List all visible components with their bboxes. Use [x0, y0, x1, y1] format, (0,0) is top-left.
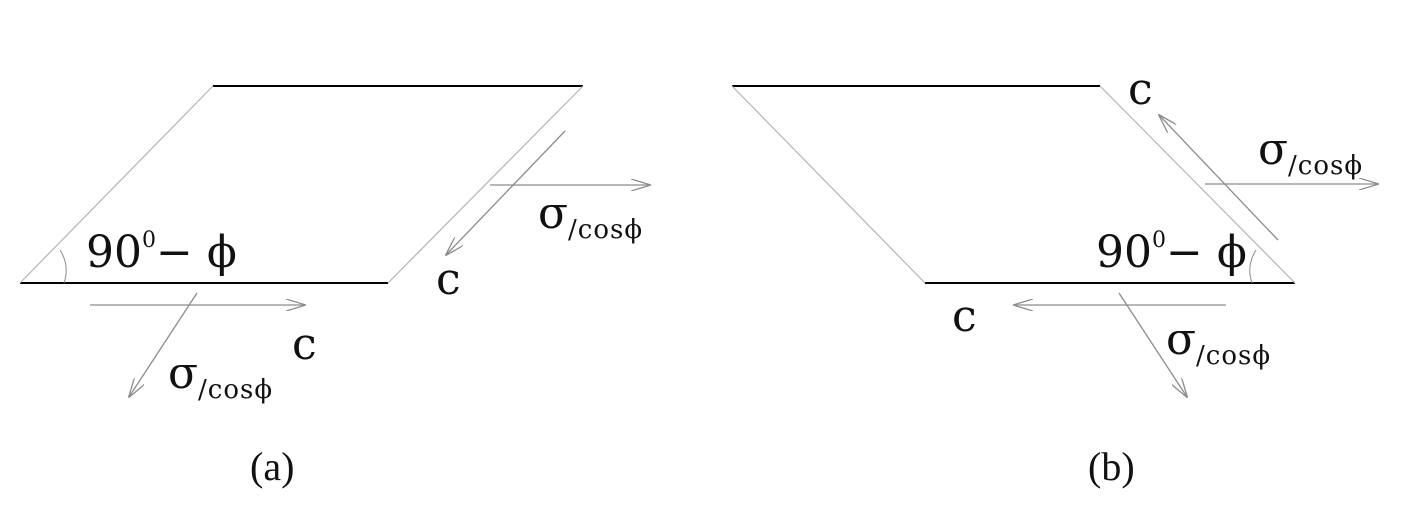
- panel-b-normal-bottom-sub: /cosϕ: [1196, 341, 1272, 371]
- panel-a-normal-arrow-bottom: [129, 292, 198, 397]
- panel-a-angle-label: 900− ϕ: [86, 230, 237, 275]
- panel-a-angle-arc: [59, 249, 67, 284]
- panel-b-right-edge: [1099, 85, 1296, 284]
- panel-b-left-edge: [731, 85, 926, 284]
- panel-a-caption: (a): [250, 444, 295, 489]
- panel-a-normal-label-bottom: σ/cosϕ: [168, 352, 274, 405]
- panel-a-right-edge: [387, 85, 584, 284]
- panel-a-normal-right-symbol: σ: [538, 188, 569, 239]
- panel-b-normal-right-sub: /cosϕ: [1288, 151, 1364, 181]
- panel-a-normal-label-right: σ/cosϕ: [538, 192, 644, 245]
- panel-a-normal-bottom-sub: /cosϕ: [198, 375, 274, 405]
- panel-b-normal-right-symbol: σ: [1258, 124, 1289, 175]
- panel-b-angle-exponent: 0: [1152, 228, 1166, 253]
- panel-a-shear-label-bottom: c: [292, 319, 317, 370]
- panel-b-shear-label-right: c: [1128, 64, 1153, 115]
- panel-a-angle-base: 90: [86, 227, 142, 278]
- panel-a: [19, 85, 650, 397]
- panel-a-normal-bottom-symbol: σ: [168, 348, 199, 399]
- panel-b-angle-base: 90: [1096, 227, 1152, 278]
- panel-b-caption: (b): [1088, 444, 1135, 489]
- panel-b: [731, 85, 1378, 397]
- panel-a-shear-arrow-right: [446, 130, 566, 255]
- panel-b-normal-label-right: σ/cosϕ: [1258, 128, 1364, 181]
- panel-b-normal-arrow-bottom: [1118, 292, 1187, 397]
- panel-a-angle-suffix: − ϕ: [156, 227, 237, 278]
- panel-b-normal-label-bottom: σ/cosϕ: [1166, 318, 1272, 371]
- panel-a-shear-label-right: c: [436, 254, 461, 305]
- panel-b-normal-bottom-symbol: σ: [1166, 314, 1197, 365]
- panel-b-angle-arc: [1249, 249, 1257, 284]
- panel-b-angle-label: 900− ϕ: [1096, 230, 1247, 275]
- panel-b-shear-label-bottom: c: [952, 291, 977, 342]
- panel-a-normal-right-sub: /cosϕ: [568, 215, 644, 245]
- panel-a-angle-exponent: 0: [142, 228, 156, 253]
- panel-b-shear-arrow-right: [1159, 115, 1279, 241]
- panel-a-left-edge: [19, 85, 214, 284]
- panel-b-angle-suffix: − ϕ: [1166, 227, 1247, 278]
